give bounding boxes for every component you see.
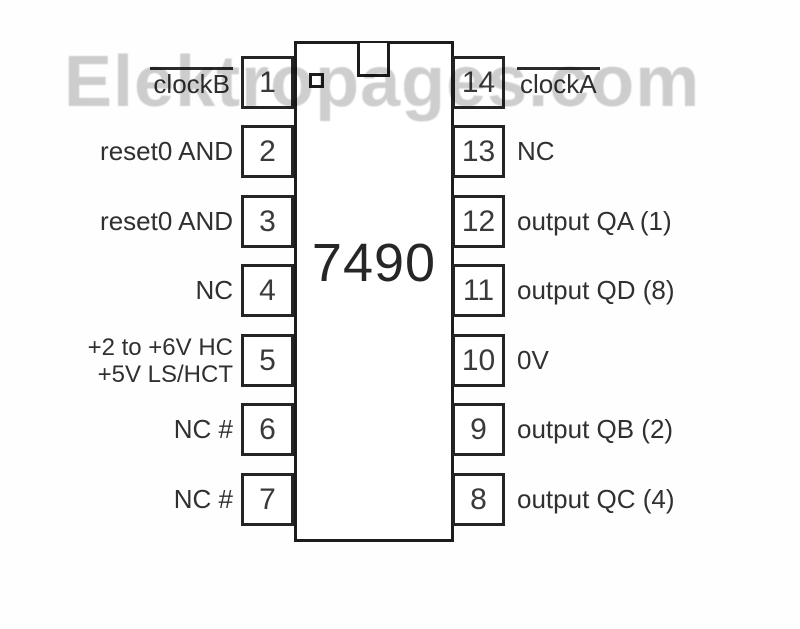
pin-label-text: 0V <box>517 345 549 375</box>
pin-label-text: output QA (1) <box>517 206 672 236</box>
pin-number: 9 <box>470 412 487 446</box>
pin-label-text: NC # <box>173 414 233 444</box>
pin-number: 1 <box>259 65 276 99</box>
pin-label-text: output QB (2) <box>517 414 674 444</box>
pin-label-8: output QC (4) <box>517 473 675 526</box>
pin-label-3: reset0 AND <box>100 195 233 248</box>
chip-notch-indicator <box>357 43 390 77</box>
pin-box-5: 5 <box>241 334 294 387</box>
pin-label-line: +2 to +6V HC <box>87 333 233 361</box>
pin-label-1: clockB <box>150 56 233 109</box>
pin-box-4: 4 <box>241 264 294 317</box>
pin-number: 14 <box>461 65 496 99</box>
pin-label-4: NC <box>195 264 233 317</box>
pin-box-1: 1 <box>241 56 294 109</box>
pin-box-13: 13 <box>452 125 505 178</box>
pin-box-12: 12 <box>452 195 505 248</box>
pin-box-3: 3 <box>241 195 294 248</box>
pin-number: 4 <box>259 273 276 307</box>
pin-number: 13 <box>461 134 496 168</box>
pin-label-overlined: clockA <box>517 66 600 98</box>
pin-box-2: 2 <box>241 125 294 178</box>
pin-box-11: 11 <box>452 264 505 317</box>
pin-label-9: output QB (2) <box>517 403 673 456</box>
pin-label-10: 0V <box>517 334 549 387</box>
pin-label-overlined: clockB <box>150 66 233 98</box>
pin-label-text: reset0 AND <box>100 206 233 236</box>
pin-label-6: NC # <box>174 403 233 456</box>
pin-number: 10 <box>461 343 496 377</box>
pin-number: 2 <box>259 134 276 168</box>
pin-label-text: output QC (4) <box>517 484 675 514</box>
pin-label-line: +5V LS/HCT <box>97 360 233 388</box>
pin-box-14: 14 <box>452 56 505 109</box>
pin-number: 6 <box>259 412 276 446</box>
pin-label-14: clockA <box>517 56 600 109</box>
pin-label-2: reset0 AND <box>100 125 233 178</box>
ic-chip-body <box>294 41 454 542</box>
pin-number: 8 <box>470 482 487 516</box>
pin-label-multiline: +2 to +6V HC+5V LS/HCT <box>88 334 233 388</box>
pin-number: 5 <box>259 343 276 377</box>
pin-box-8: 8 <box>452 473 505 526</box>
pin-label-text: reset0 AND <box>100 136 233 166</box>
pin-number: 11 <box>462 273 495 307</box>
pin1-indicator-icon <box>309 73 324 88</box>
pin-box-6: 6 <box>241 403 294 456</box>
pin-label-12: output QA (1) <box>517 195 672 248</box>
chip-part-number: 7490 <box>311 233 437 293</box>
pin-label-text: NC # <box>173 484 233 514</box>
pin-number: 12 <box>461 204 496 238</box>
pin-box-10: 10 <box>452 334 505 387</box>
pin-label-5: +2 to +6V HC+5V LS/HCT <box>88 334 233 388</box>
pin-label-13: NC <box>517 125 555 178</box>
pin-label-text: NC <box>517 136 555 166</box>
pin-box-7: 7 <box>241 473 294 526</box>
pin-number: 3 <box>259 204 276 238</box>
pin-label-text: NC <box>195 275 233 305</box>
pin-label-7: NC # <box>174 473 233 526</box>
pin-box-9: 9 <box>452 403 505 456</box>
pin-number: 7 <box>259 482 276 516</box>
pin-label-11: output QD (8) <box>517 264 675 317</box>
pin-label-text: output QD (8) <box>517 275 675 305</box>
